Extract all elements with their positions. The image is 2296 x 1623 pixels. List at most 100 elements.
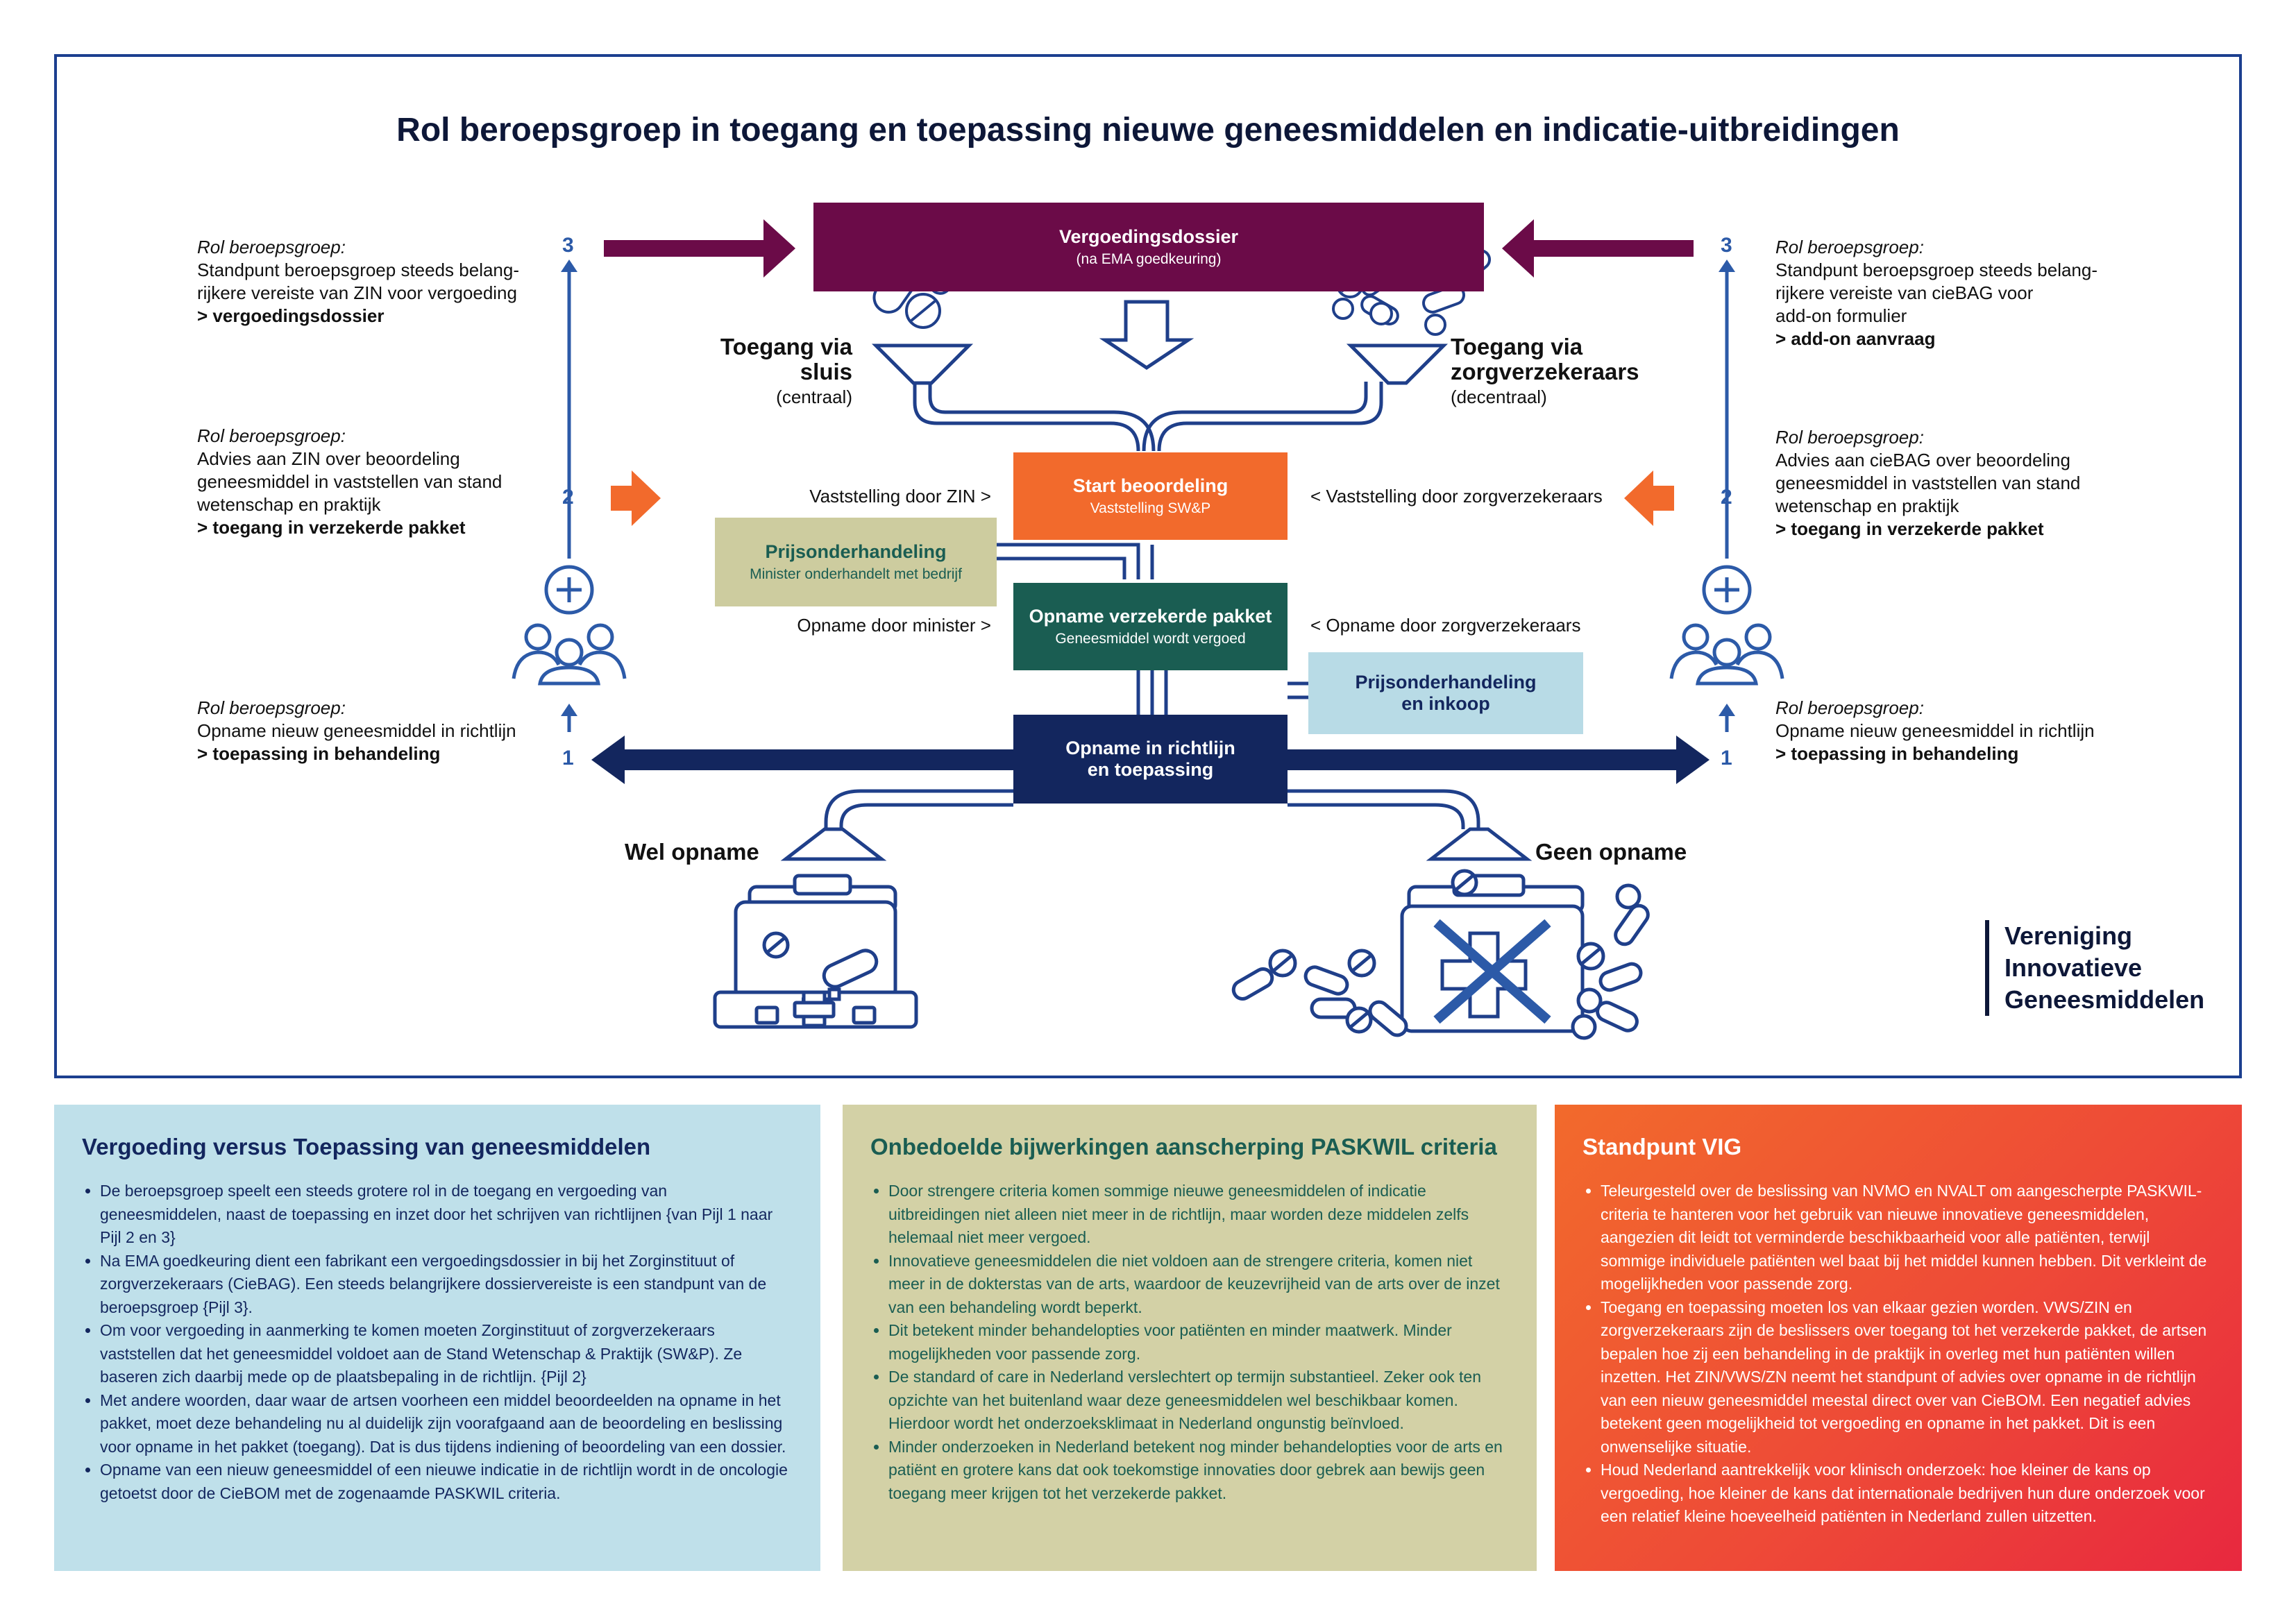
list-item: Door strengere criteria komen sommige ni… xyxy=(888,1180,1509,1250)
list-item: Dit betekent minder behandelopties voor … xyxy=(888,1319,1509,1366)
page-title: Rol beroepsgroep in toegang en toepassin… xyxy=(396,112,1900,148)
opname-pakket-subtitle: Geneesmiddel wordt vergoed xyxy=(1055,630,1246,647)
step-number-2-left: 2 xyxy=(562,486,574,509)
note-role: Rol beroepsgroep: xyxy=(197,425,346,446)
funnel-icon xyxy=(871,343,974,385)
opname-pakket-title: Opname verzekerde pakket xyxy=(1029,606,1272,627)
note-conclusion: > toegang in verzekerde pakket xyxy=(197,517,466,538)
note-role: Rol beroepsgroep: xyxy=(1775,237,1924,257)
vertical-arrows xyxy=(561,260,1735,732)
funnel-icon xyxy=(780,827,887,861)
note-line: Advies aan ZIN over beoordeling xyxy=(197,448,460,469)
left-note-3: Rol beroepsgroep: Standpunt beroepsgroep… xyxy=(197,236,586,328)
step-number-2-right: 2 xyxy=(1721,486,1732,509)
opname-minister-label: Opname door minister > xyxy=(797,615,991,636)
logo-line: Vereniging xyxy=(2004,921,2133,950)
list-item: Houd Nederland aantrekkelijk voor klinis… xyxy=(1601,1459,2214,1529)
list-item: Toegang en toepassing moeten los van elk… xyxy=(1601,1296,2214,1459)
note-role: Rol beroepsgroep: xyxy=(197,697,346,718)
list-item: Opname van een nieuw geneesmiddel of een… xyxy=(100,1459,793,1505)
people-icon xyxy=(512,565,627,686)
arrow-3-left xyxy=(604,219,795,278)
people-icon xyxy=(1669,565,1784,686)
funnel-icon xyxy=(1426,827,1533,861)
left-note-1: Rol beroepsgroep: Opname nieuw geneesmid… xyxy=(197,697,586,765)
toegang-zv-line2: zorgverzekeraars xyxy=(1451,359,1639,384)
step-number-1-left: 1 xyxy=(562,747,574,770)
panel-bijwerkingen: Onbedoelde bijwerkingen aanscherping PAS… xyxy=(843,1105,1537,1571)
note-role: Rol beroepsgroep: xyxy=(1775,427,1924,448)
note-conclusion: > toepassing in behandeling xyxy=(1775,743,2019,764)
note-line: Standpunt beroepsgroep steeds belang- xyxy=(197,260,520,280)
step-number-3-left: 3 xyxy=(562,234,574,257)
panel-list: De beroepsgroep speelt een steeds groter… xyxy=(82,1180,793,1505)
list-item: Na EMA goedkeuring dient een fabrikant e… xyxy=(100,1250,793,1320)
panel-list: Teleurgesteld over de beslissing van NVM… xyxy=(1582,1180,2214,1529)
arrow-2-left xyxy=(611,470,661,526)
note-role: Rol beroepsgroep: xyxy=(197,237,346,257)
note-line: wetenschap en praktijk xyxy=(197,494,381,515)
arrow-1-right xyxy=(1288,736,1710,784)
toegang-sluis-title: Toegang via sluis xyxy=(720,334,852,384)
note-conclusion: > add-on aanvraag xyxy=(1775,328,1936,349)
right-note-2: Rol beroepsgroep: Advies aan cieBAG over… xyxy=(1775,426,2164,541)
vaststelling-zin-label: Vaststelling door ZIN > xyxy=(809,486,991,507)
panel-title: Standpunt VIG xyxy=(1582,1134,1742,1159)
note-line: wetenschap en praktijk xyxy=(1775,495,1959,516)
list-item: De beroepsgroep speelt een steeds groter… xyxy=(100,1180,793,1250)
opname-richtlijn-box: Opname in richtlijn en toepassing xyxy=(1013,715,1288,804)
prijsonderhandeling-minister-box: Prijsonderhandeling Minister onderhandel… xyxy=(715,518,997,606)
step-number-3-right: 3 xyxy=(1721,234,1732,257)
note-conclusion: > toegang in verzekerde pakket xyxy=(1775,518,2044,539)
prijsonderhandeling-inkoop-line1: Prijsonderhandeling xyxy=(1355,671,1537,692)
panel-list: Door strengere criteria komen sommige ni… xyxy=(870,1180,1509,1505)
note-conclusion: > vergoedingsdossier xyxy=(197,305,385,326)
geen-opname-label: Geen opname xyxy=(1535,839,1687,865)
funnel-icon xyxy=(1346,343,1449,385)
vergoedingsdossier-subtitle: (na EMA goedkeuring) xyxy=(1076,250,1222,267)
start-beoordeling-box: Start beoordeling Vaststelling SW&P xyxy=(1013,452,1288,540)
prijsonderhandeling-inkoop-box: Prijsonderhandeling en inkoop xyxy=(1308,652,1583,734)
vergoedingsdossier-box: Vergoedingsdossier (na EMA goedkeuring) xyxy=(813,203,1484,291)
right-note-1: Rol beroepsgroep: Opname nieuw geneesmid… xyxy=(1775,697,2164,765)
step-number-1-right: 1 xyxy=(1721,747,1732,770)
list-item: De standard of care in Nederland verslec… xyxy=(888,1366,1509,1436)
note-line: geneesmiddel in vaststellen van stand xyxy=(1775,473,2081,493)
funnel-icons xyxy=(780,343,1533,861)
note-line: Advies aan cieBAG over beoordeling xyxy=(1775,450,2070,470)
note-line: Opname nieuw geneesmiddel in richtlijn xyxy=(1775,720,2095,741)
toegang-zv-line1: Toegang via xyxy=(1451,334,1583,359)
arrow-2-right xyxy=(1624,470,1674,526)
list-item: Met andere woorden, daar waar de artsen … xyxy=(100,1389,793,1459)
opname-pakket-box: Opname verzekerde pakket Geneesmiddel wo… xyxy=(1013,583,1288,670)
note-line: add-on formulier xyxy=(1775,305,1907,326)
toegang-zorgverzekeraars-label: Toegang via zorgverzekeraars (decentraal… xyxy=(1451,334,1639,409)
panel-standpunt-vig: Standpunt VIG Teleurgesteld over de besl… xyxy=(1555,1105,2242,1571)
arrow-3-right xyxy=(1502,219,1694,278)
panel-title: Vergoeding versus Toepassing van geneesm… xyxy=(82,1134,651,1159)
toegang-zv-sub: (decentraal) xyxy=(1451,386,1547,407)
prijsonderhandeling-inkoop-line2: en inkoop xyxy=(1401,693,1490,714)
opname-richtlijn-line1: Opname in richtlijn xyxy=(1065,737,1235,758)
note-role: Rol beroepsgroep: xyxy=(1775,697,1924,718)
panel-vergoeding: Vergoeding versus Toepassing van geneesm… xyxy=(54,1105,820,1571)
right-note-3: Rol beroepsgroep: Standpunt beroepsgroep… xyxy=(1775,236,2164,350)
logo-line: Geneesmiddelen xyxy=(2004,985,2205,1014)
arrow-1-left xyxy=(591,736,1013,784)
note-line: geneesmiddel in vaststellen van stand xyxy=(197,471,503,492)
note-line: rijkere vereiste van cieBAG voor xyxy=(1775,282,2034,303)
medicine-case-icon xyxy=(713,874,918,1029)
note-line: Opname nieuw geneesmiddel in richtlijn xyxy=(197,720,516,741)
list-item: Teleurgesteld over de beslissing van NVM… xyxy=(1601,1180,2214,1296)
left-note-2: Rol beroepsgroep: Advies aan ZIN over be… xyxy=(197,425,586,539)
diagram-frame xyxy=(54,54,2242,1078)
vaststelling-zv-label: < Vaststelling door zorgverzekeraars xyxy=(1310,486,1603,507)
diagram-graphics xyxy=(512,219,1784,1040)
list-item: Om voor vergoeding in aanmerking te kome… xyxy=(100,1319,793,1389)
panel-title: Onbedoelde bijwerkingen aanscherping PAS… xyxy=(870,1134,1497,1159)
down-arrow-icon xyxy=(1099,300,1195,371)
vig-logo: Vereniging Innovatieve Geneesmiddelen xyxy=(1985,920,2204,1016)
medicine-case-crossed-icon xyxy=(1231,869,1650,1040)
opname-richtlijn-line2: en toepassing xyxy=(1087,759,1214,780)
prijsonderhandeling-minister-title: Prijsonderhandeling xyxy=(765,541,947,563)
